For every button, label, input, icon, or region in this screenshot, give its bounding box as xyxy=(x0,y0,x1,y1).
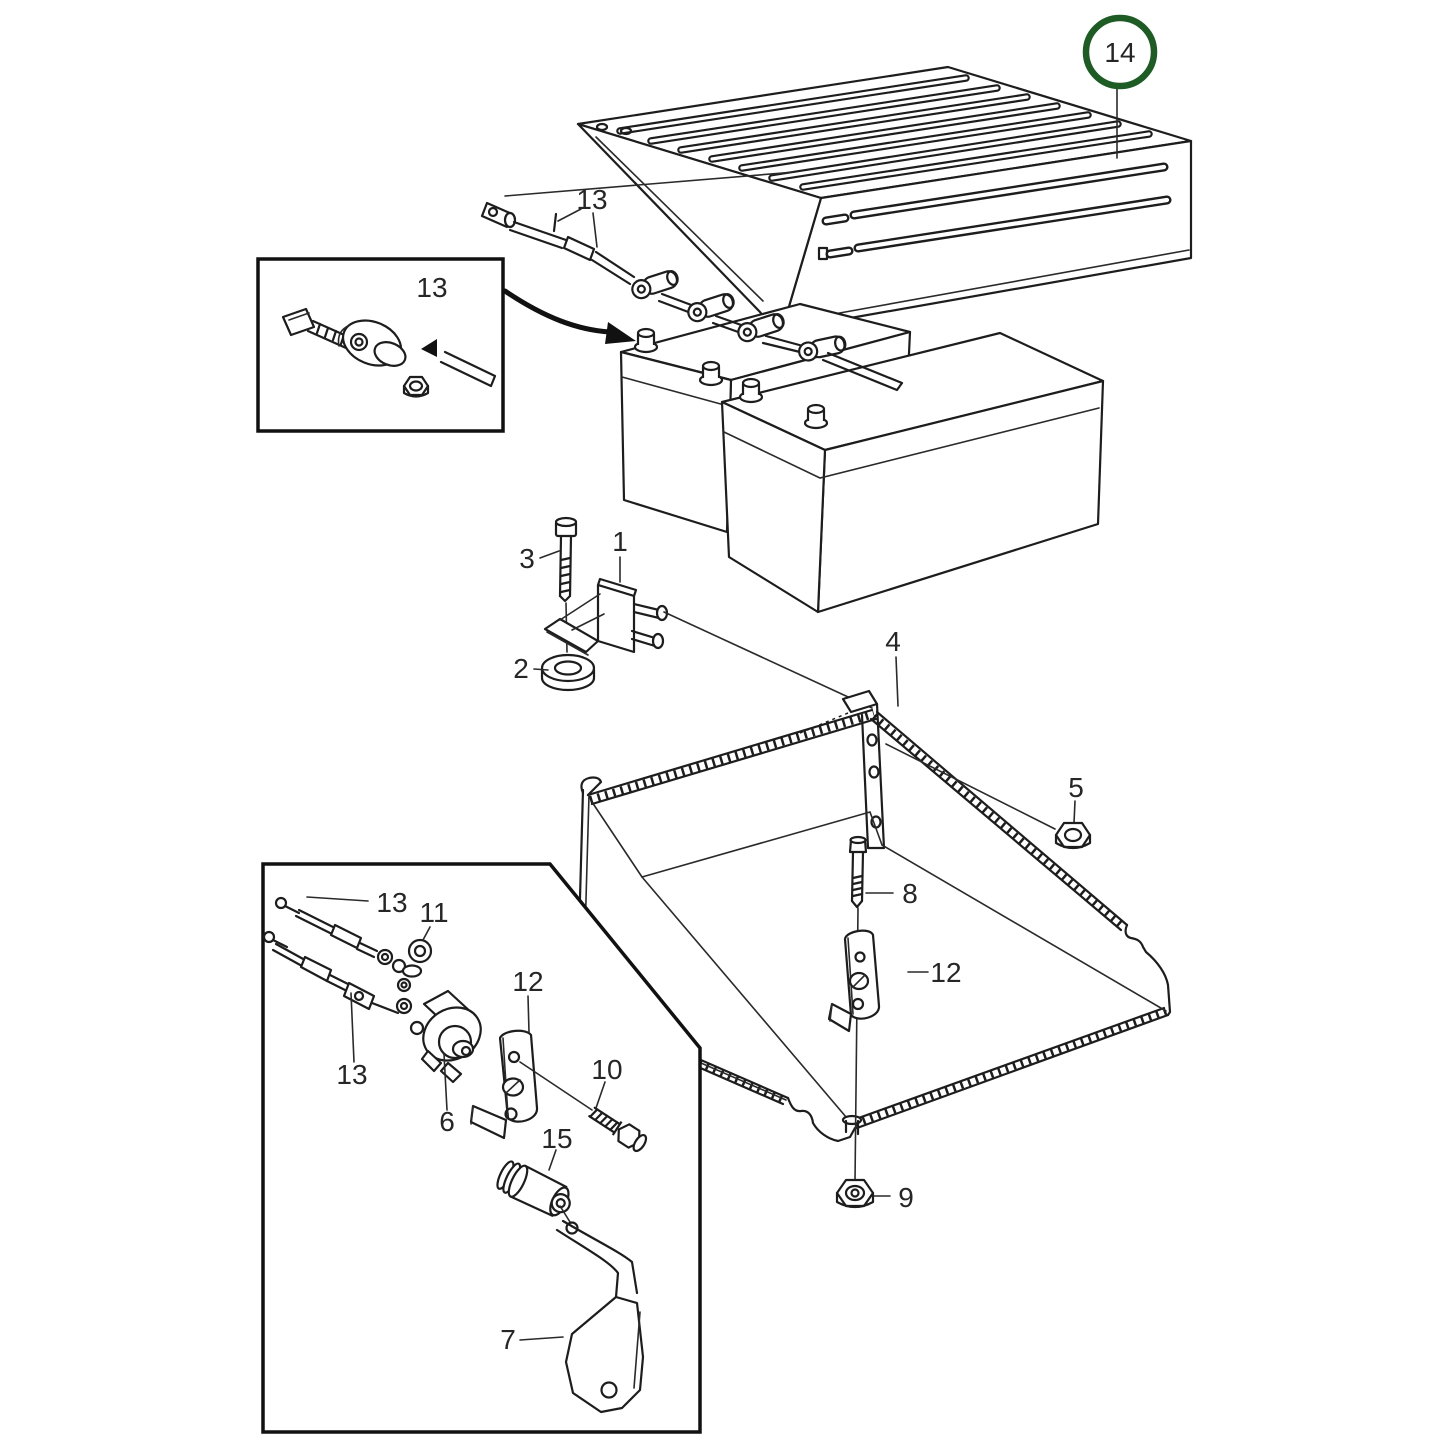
inset-cable-b xyxy=(262,930,400,1015)
callout-1: 1 xyxy=(612,526,628,557)
callout-7: 7 xyxy=(500,1324,516,1355)
callout-13-lower-a: 13 xyxy=(376,887,407,918)
cover-ridges xyxy=(616,74,1153,191)
nut-11 xyxy=(396,938,433,993)
cable-leaders xyxy=(557,208,598,248)
callout-11: 11 xyxy=(419,897,448,928)
lever-7 xyxy=(555,1219,645,1414)
inset-switch-detail xyxy=(261,862,702,1434)
bracket-12-main xyxy=(827,929,881,1033)
cable-lug xyxy=(480,201,517,229)
nut-9 xyxy=(835,1178,875,1209)
callout-10: 10 xyxy=(591,1054,622,1085)
callout-3: 3 xyxy=(519,543,535,574)
cable-clamp xyxy=(737,313,785,343)
grommet-2 xyxy=(540,653,596,692)
nut-5 xyxy=(1054,821,1092,850)
inset-terminal-detail xyxy=(256,257,505,433)
callout-5: 5 xyxy=(1068,772,1084,803)
terminal-nut xyxy=(402,375,430,398)
terminal-clamp xyxy=(337,319,407,367)
callout-13-inset-top: 13 xyxy=(416,272,447,303)
callout-8: 8 xyxy=(902,878,918,909)
green-circle xyxy=(1082,14,1158,90)
cable-clamp xyxy=(631,270,679,300)
bolt-10 xyxy=(588,1106,648,1153)
cable-clamp xyxy=(798,335,847,362)
detail-arrow xyxy=(502,288,636,344)
callout-6: 6 xyxy=(439,1106,455,1137)
solenoid-6 xyxy=(420,989,482,1084)
callout-12-inset: 12 xyxy=(512,966,543,997)
battery-cables xyxy=(480,171,904,392)
terminal-post xyxy=(803,403,829,430)
battery-tray xyxy=(570,656,1172,1197)
callout-4: 4 xyxy=(885,626,901,657)
battery-cover xyxy=(576,65,1193,329)
callout-13-top: 13 xyxy=(576,184,607,215)
bracket-1 xyxy=(543,577,669,656)
callout-14: 14 xyxy=(1104,37,1135,68)
inset-cable-a xyxy=(274,896,407,974)
insert-arrow xyxy=(421,339,437,357)
terminal-bolt xyxy=(281,307,368,354)
cable-clamp xyxy=(687,293,735,323)
arrowhead xyxy=(605,322,636,344)
cylinder-15 xyxy=(496,1160,571,1217)
highlight-circle-14 xyxy=(1082,14,1158,159)
hold-down-bracket-group xyxy=(533,516,873,709)
terminal-post xyxy=(738,377,764,404)
callout-12-main: 12 xyxy=(930,957,961,988)
callout-labels: 14 13 13 3 1 2 4 5 8 12 9 13 11 12 13 6 … xyxy=(336,37,1135,1355)
terminal-post xyxy=(633,327,659,354)
callout-13-lower-b: 13 xyxy=(336,1059,367,1090)
callout-9: 9 xyxy=(898,1182,914,1213)
callout-15: 15 xyxy=(541,1123,572,1154)
battery-terminals xyxy=(633,327,829,430)
inset-border xyxy=(261,862,702,1434)
bolt-8 xyxy=(848,835,868,909)
terminal-post xyxy=(698,360,724,387)
bracket-12-inset xyxy=(469,1029,539,1140)
callout-2: 2 xyxy=(513,653,529,684)
cover-front-slots xyxy=(821,162,1172,259)
